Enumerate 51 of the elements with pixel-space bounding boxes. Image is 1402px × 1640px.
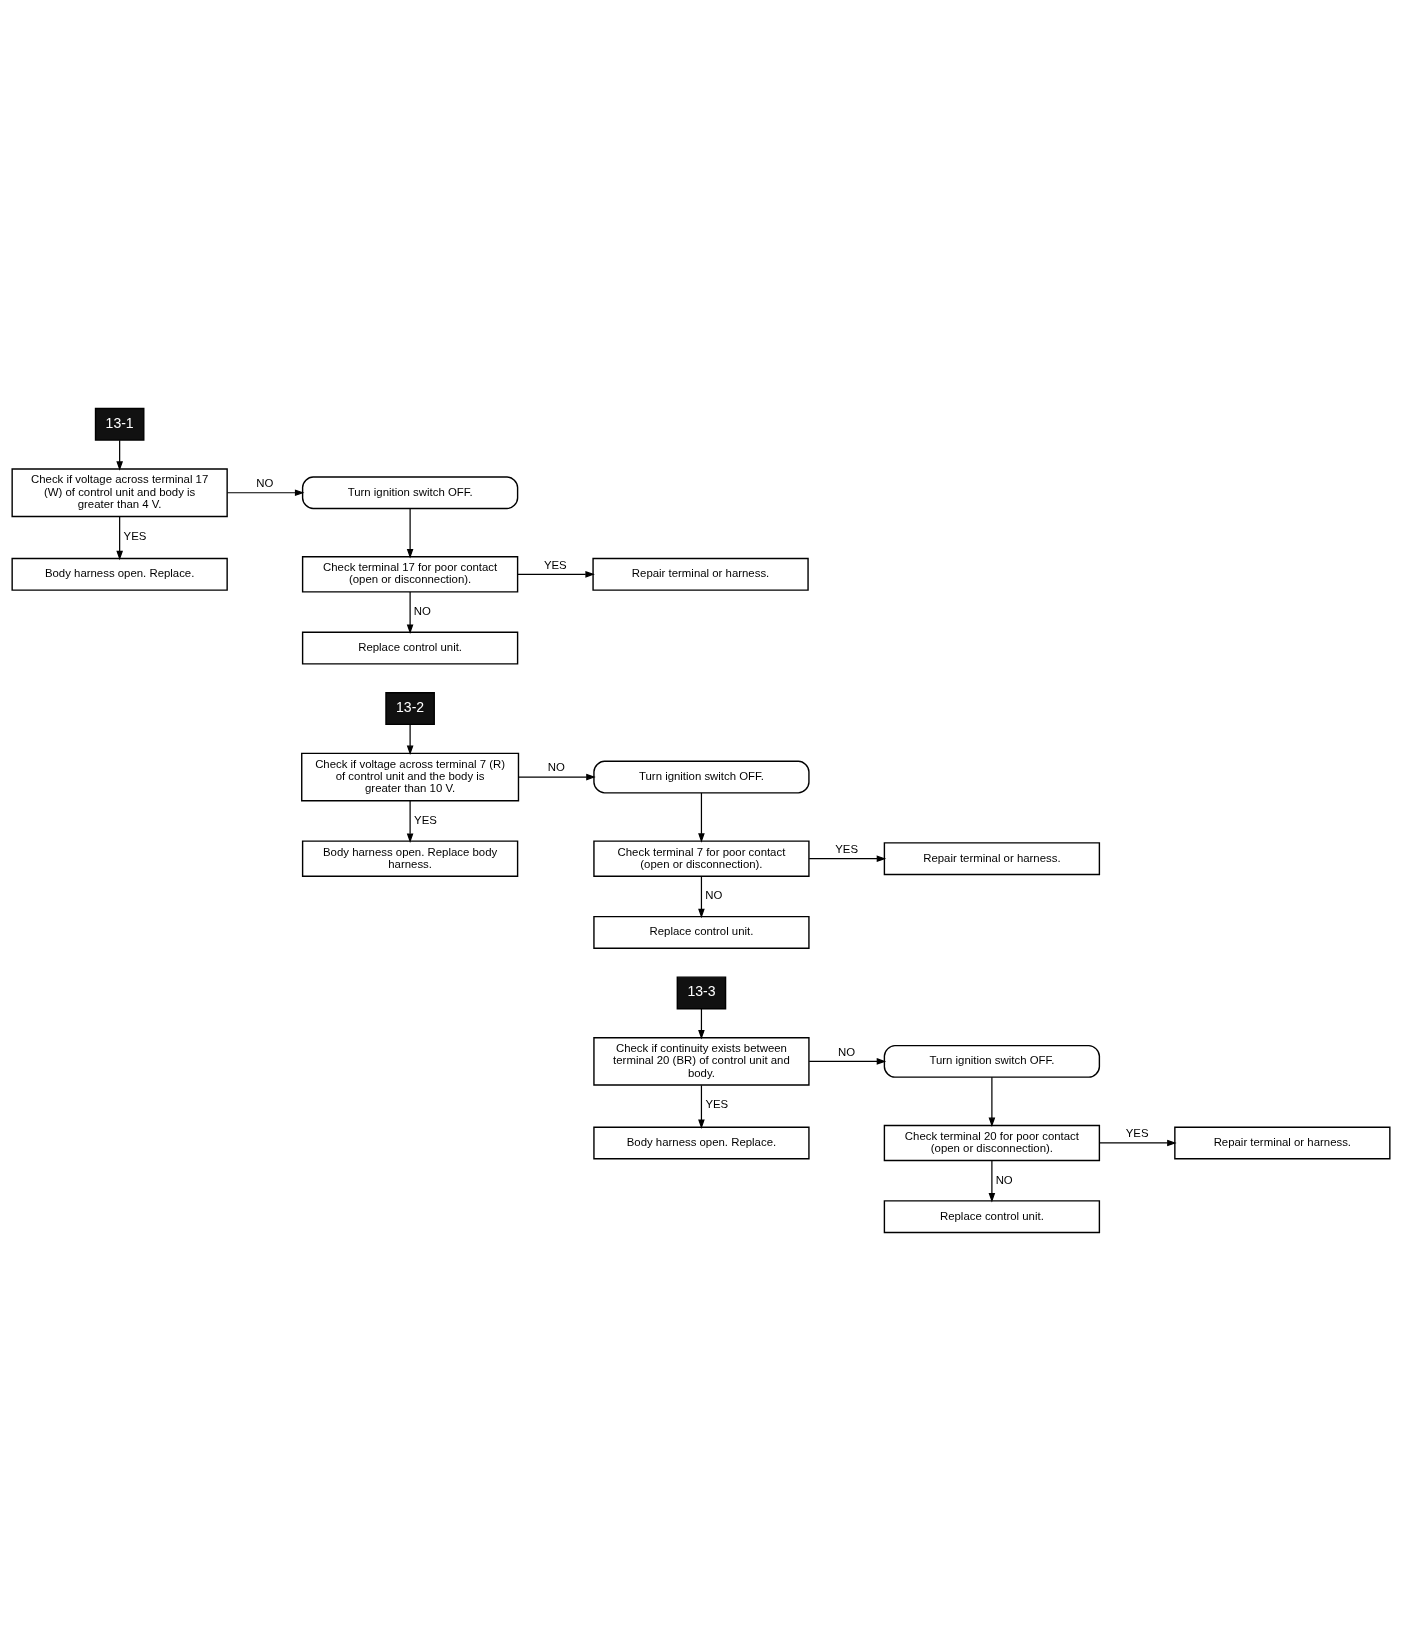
node-box: Replace control unit. — [593, 915, 810, 949]
edge-label: YES — [835, 842, 859, 855]
arrow — [116, 515, 123, 560]
edge-label: NO — [256, 476, 274, 489]
arrow — [808, 1057, 887, 1065]
edge-label: YES — [414, 813, 437, 826]
arrow — [226, 488, 305, 496]
node-box: Check terminal 20 for poor contact (open or disconnection). — [883, 1124, 1101, 1161]
node-box: Repair terminal or harness. — [883, 841, 1101, 875]
arrow — [406, 723, 414, 755]
node-box: Replace control unit. — [301, 631, 519, 665]
node-box: 13-1 — [94, 407, 145, 441]
node-box: Check terminal 17 for poor contact (open or disconnection). — [301, 555, 519, 593]
arrow — [808, 854, 887, 862]
node-box: Check if voltage across terminal 17 (W) of control unit and body is greater than 4 V. — [11, 467, 228, 517]
node-box: Repair terminal or harness. — [592, 557, 809, 591]
arrow — [517, 570, 595, 578]
node-box: Body harness open. Replace. — [593, 1126, 810, 1159]
arrow — [698, 875, 705, 918]
node-box: Repair terminal or harness. — [1174, 1126, 1391, 1159]
node-box: Check terminal 7 for poor contact (open or disconnection). — [593, 839, 810, 877]
arrow — [698, 1084, 705, 1129]
edge-label: NO — [995, 1173, 1013, 1186]
edge-label: NO — [413, 604, 431, 617]
node-box: Body harness open. Replace. — [11, 557, 228, 591]
node-box: Turn ignition switch OFF. — [883, 1044, 1101, 1078]
node-box: 13-2 — [385, 691, 435, 725]
arrow — [406, 799, 414, 843]
arrow — [988, 1159, 996, 1203]
edge-label: YES — [543, 558, 567, 571]
node-box: Body harness open. Replace body harness. — [301, 839, 519, 877]
node-box: Check if continuity exists between terminal 20 (BR) of control unit and body. — [593, 1036, 810, 1086]
node-box: Check if voltage across terminal 7 (R) of control unit and the body is greater than 10 V. — [301, 752, 520, 801]
node-box: Turn ignition switch OFF. — [301, 475, 519, 509]
node-box: 13-3 — [676, 975, 727, 1009]
edge-label: YES — [123, 529, 147, 542]
edge-label: YES — [705, 1097, 729, 1110]
edge-label: NO — [705, 888, 723, 901]
arrow — [517, 773, 596, 780]
arrow — [406, 590, 414, 634]
arrow — [1099, 1139, 1177, 1146]
arrow — [698, 791, 705, 843]
arrow — [406, 507, 414, 558]
edge-label: NO — [547, 760, 565, 773]
node-box: Turn ignition switch OFF. — [593, 760, 810, 794]
arrow — [988, 1076, 996, 1127]
edge-label: NO — [838, 1045, 856, 1058]
edge-label: YES — [1125, 1126, 1149, 1139]
node-box: Replace control unit. — [883, 1199, 1101, 1233]
arrow — [116, 439, 123, 471]
arrow — [698, 1007, 705, 1039]
